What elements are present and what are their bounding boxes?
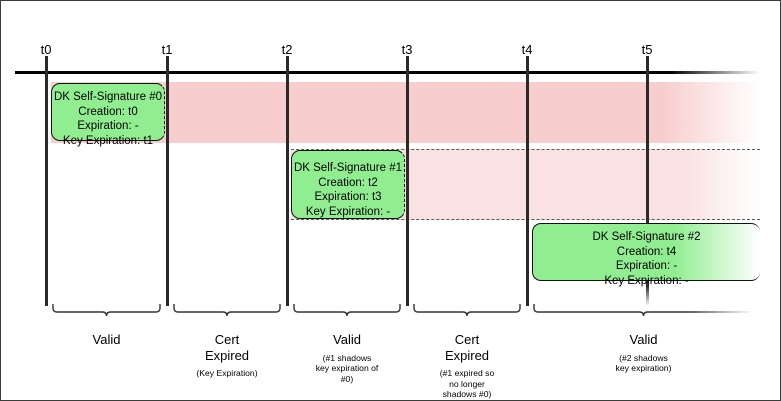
signature-1-expiration: Expiration: t3 <box>314 191 382 204</box>
segment-label-seg-t0-t1: Valid <box>46 332 167 348</box>
tick-line-t4 <box>526 56 529 306</box>
brace-seg-t3-t4 <box>413 303 521 321</box>
tick-line-t1 <box>166 56 169 306</box>
brace-seg-t0-t1 <box>52 303 161 321</box>
signature-1-title: DK Self-Signature #1 <box>293 162 403 174</box>
signature-1-key-expiration: Key Expiration: - <box>305 205 391 218</box>
tick-label-t2: t2 <box>281 42 293 57</box>
brace-seg-t2-t3 <box>293 303 401 321</box>
brace-seg-t1-t2 <box>173 303 281 321</box>
segment-label-seg-t4-end: Valid (#2 shadows key expiration) <box>527 332 760 374</box>
signature-2-creation: Creation: t4 <box>616 245 677 258</box>
signature-0-creation: Creation: t0 <box>78 105 138 118</box>
segment-note-seg-t4-end: (#2 shadows key expiration) <box>615 352 672 374</box>
segment-status-seg-t0-t1: Valid <box>92 332 121 347</box>
tick-line-t3 <box>406 56 409 306</box>
signature-2-expiration: Expiration: - <box>615 260 678 273</box>
segment-status-seg-t1-t2: Cert Expired <box>204 332 250 363</box>
segment-status-seg-t4-end: Valid <box>629 332 658 347</box>
signature-box-1[interactable]: DK Self-Signature #1 Creation: t2 Expira… <box>291 150 405 219</box>
tick-line-t2 <box>286 56 289 306</box>
signature-0-expiration: Expiration: - <box>77 120 139 133</box>
signature-0-title: DK Self-Signature #0 <box>53 91 163 103</box>
time-axis <box>15 71 760 74</box>
tick-label-t0: t0 <box>40 42 52 57</box>
signature-1-creation: Creation: t2 <box>318 176 378 189</box>
segment-note-seg-t1-t2: (Key Expiration) <box>196 368 258 378</box>
brace-seg-t4-end <box>533 303 754 321</box>
signature-box-2[interactable]: DK Self-Signature #2 Creation: t4 Expira… <box>532 223 760 287</box>
segment-label-seg-t2-t3: Valid (#1 shadows key expiration of #0) <box>287 332 407 384</box>
signature-box-0[interactable]: DK Self-Signature #0 Creation: t0 Expira… <box>51 83 165 147</box>
signature-2-title: DK Self-Signature #2 <box>592 231 701 243</box>
expired-band-row-1 <box>51 82 760 143</box>
segment-label-seg-t1-t2: Cert Expired (Key Expiration) <box>167 332 287 379</box>
signature-2-key-expiration: Key Expiration: - <box>604 274 689 287</box>
segment-status-seg-t2-t3: Valid <box>333 332 361 347</box>
tick-line-t0 <box>45 56 48 306</box>
tick-line-t5 <box>646 56 649 306</box>
tick-label-t3: t3 <box>401 42 413 57</box>
tick-label-t5: t5 <box>641 42 653 57</box>
tick-label-t1: t1 <box>161 42 173 57</box>
segment-note-seg-t2-t3: (#1 shadows key expiration of #0) <box>315 352 379 384</box>
segment-label-seg-t3-t4: Cert Expired (#1 expired so no longer sha… <box>407 332 527 400</box>
tick-label-t4: t4 <box>521 42 533 57</box>
segment-status-seg-t3-t4: Cert Expired <box>444 332 490 363</box>
signature-0-key-expiration: Key Expiration: t1 <box>62 134 154 147</box>
segment-note-seg-t3-t4: (#1 expired so no longer shadows #0) <box>439 368 495 400</box>
